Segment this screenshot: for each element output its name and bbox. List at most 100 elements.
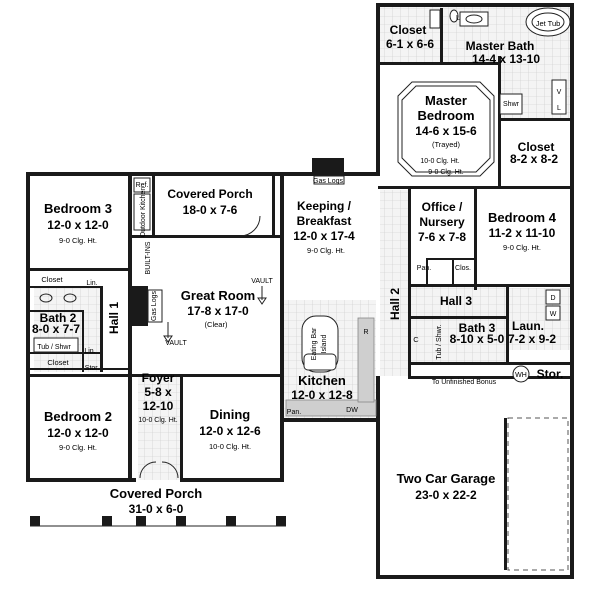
bedroom2-size: 12-0 x 12-0 (47, 426, 109, 440)
gas-logs-left-label: Gas Logs (151, 291, 158, 321)
washer-icon (545, 305, 561, 321)
hall2-label: Hall 2 (388, 288, 402, 320)
garage-title: Two Car Garage (397, 471, 496, 486)
foyer-note: 10-0 Clg. Ht. (138, 417, 177, 424)
laundry-floor (508, 288, 572, 350)
office-closet-label: Clos. (455, 265, 471, 272)
closet-bath2-label: Closet (47, 358, 69, 367)
foyer-floor (138, 376, 182, 480)
exterior-walls (26, 3, 574, 579)
keeping-title-1: Keeping / (297, 199, 352, 213)
dw-label: DW (346, 407, 358, 414)
garage-parking-outline (507, 417, 569, 571)
vault-top-label: VAULT (251, 278, 273, 285)
shwr-label: Shwr (503, 101, 520, 108)
laundry-size: 7-2 x 9-2 (508, 332, 556, 346)
hall1-label: Hall 1 (107, 302, 121, 334)
bedroom2-title: Bedroom 2 (44, 409, 112, 424)
stor-left-label: Stor. (85, 365, 99, 372)
office-pan-label: Pan. (417, 265, 431, 272)
bedroom3-title: Bedroom 3 (44, 201, 112, 216)
closet-master-1-title: Closet (390, 23, 427, 37)
covered-porch-rear-title: Covered Porch (167, 187, 252, 201)
covered-porch-front-title: Covered Porch (110, 486, 203, 501)
bedroom3-note: 9-0 Clg. Ht. (59, 236, 97, 245)
island-label: Island (321, 335, 328, 354)
bedroom3-size: 12-0 x 12-0 (47, 218, 109, 232)
closet-small-label: Closet (41, 275, 63, 284)
bath2-floor (34, 286, 102, 372)
w-label: W (550, 311, 557, 318)
water-heater-icon (512, 365, 530, 383)
closet-master-2-title: Closet (518, 140, 555, 154)
kitchen-size: 12-0 x 12-8 (291, 388, 353, 402)
interior-walls (28, 8, 574, 482)
bath3-title: Bath 3 (459, 321, 496, 335)
ref-label: Ref. (136, 182, 149, 189)
master-bedroom-title-2: Bedroom (417, 108, 474, 123)
master-bedroom-tray: (Trayed) (432, 140, 461, 149)
vault-left-label: VAULT (165, 340, 187, 347)
dining-title: Dining (210, 407, 250, 422)
great-room-size: 17-8 x 17-0 (187, 304, 249, 318)
keeping-title-2: Breakfast (297, 214, 352, 228)
foyer-title: Foyer (142, 371, 175, 385)
bedroom4-size: 11-2 x 11-10 (489, 226, 556, 240)
hall-floor (380, 190, 410, 376)
bedroom4-title: Bedroom 4 (488, 210, 557, 225)
dining-note: 10-0 Clg. Ht. (209, 442, 251, 451)
hall3-label: Hall 3 (440, 294, 472, 308)
keeping-size: 12-0 x 17-4 (293, 229, 355, 243)
covered-porch-rear-size: 18-0 x 7-6 (183, 203, 238, 217)
l-label-2: L (557, 105, 561, 112)
closet-master-2-size: 8-2 x 8-2 (510, 152, 558, 166)
garage-size: 23-0 x 22-2 (415, 488, 477, 502)
dryer-icon (545, 289, 561, 305)
fireplace-left-icon (132, 286, 148, 326)
stor-garage-label: Stor. (537, 367, 564, 381)
c-label: C (413, 335, 419, 344)
bedroom2-note: 9-0 Clg. Ht. (59, 443, 97, 452)
d-label: D (550, 295, 555, 302)
jet-tub-label: Jet Tub (536, 19, 561, 28)
master-bedroom-note-2: 9-0 Clg. Ht. (428, 169, 463, 176)
master-bath-size: 14-4 x 13-10 (472, 52, 540, 66)
porch-posts (30, 516, 286, 526)
laundry-title: Laun. (512, 319, 544, 333)
built-ins-label: BUILT-INS (145, 241, 152, 274)
office-title-2: Nursery (419, 215, 465, 229)
toilet-icon (449, 9, 459, 23)
to-bonus-label: To Unfinished Bonus (432, 379, 497, 386)
fireplace-top-icon (312, 158, 344, 172)
lin-lower-label: Lin. (84, 348, 95, 355)
gas-logs-top-label: Gas Logs (313, 178, 343, 185)
l-label: L (456, 15, 460, 22)
tub-shwr-label: Tub / Shwr (37, 344, 71, 351)
master-bath-title: Master Bath (466, 39, 535, 53)
v-label: V (557, 89, 562, 96)
master-bedroom-note-1: 10-0 Clg. Ht. (420, 158, 459, 165)
kitchen-pan-label: Pan. (287, 409, 301, 416)
office-size: 7-6 x 7-8 (418, 230, 466, 244)
outdoor-kitchen-label: Outdoor Kitchen (140, 187, 147, 238)
closet-master-1-size: 6-1 x 6-6 (386, 37, 434, 51)
tray-ceiling-outline (397, 81, 495, 177)
great-room-note: (Clear) (205, 320, 228, 329)
covered-porch-front-size: 31-0 x 6-0 (129, 502, 184, 516)
foyer-size-2: 12-10 (143, 399, 174, 413)
dining-size: 12-0 x 12-6 (199, 424, 261, 438)
kitchen-title: Kitchen (298, 373, 346, 388)
great-room-title: Great Room (181, 288, 255, 303)
master-bedroom-title-1: Master (425, 93, 467, 108)
bath3-floor (408, 318, 506, 364)
tub-shwr-bath3-label: Tub / Shwr. (436, 324, 443, 359)
foyer-size-1: 5-8 x (144, 385, 172, 399)
bath2-size: 8-0 x 7-7 (32, 322, 80, 336)
keeping-note: 9-0 Clg. Ht. (307, 246, 345, 255)
master-bedroom-size: 14-6 x 15-6 (415, 124, 477, 138)
bath3-size: 8-10 x 5-0 (450, 332, 505, 346)
eating-bar-label: Eating Bar (311, 327, 318, 360)
wh-label: WH (515, 372, 527, 379)
office-title-1: Office / (422, 200, 463, 214)
